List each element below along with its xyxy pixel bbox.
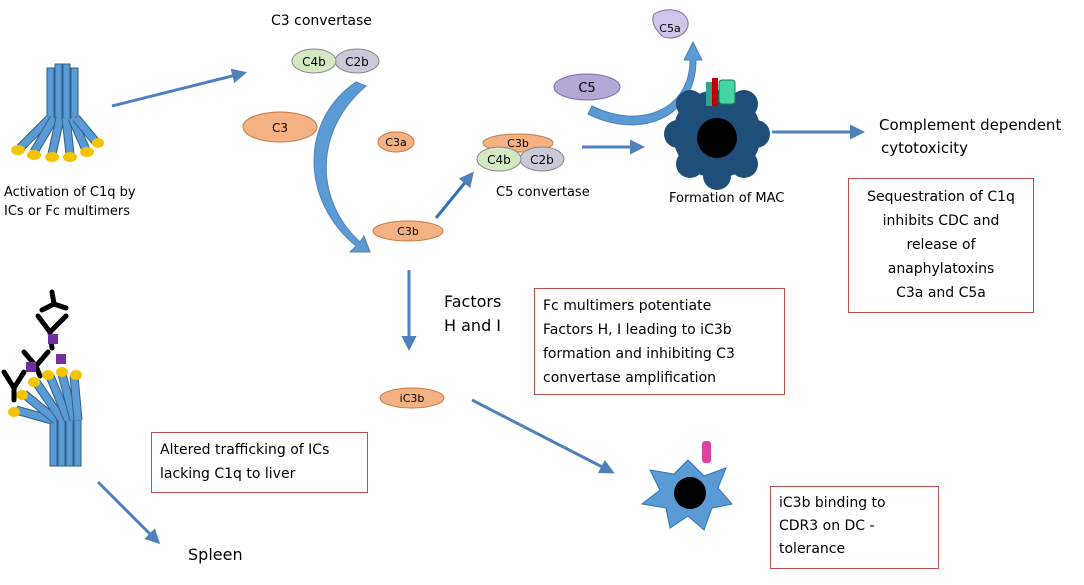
fc-multimers-line1: Fc multimers potentiate: [543, 298, 712, 314]
c5-c2b-label: C2b: [530, 153, 554, 167]
ic3b-molecule: [379, 387, 445, 409]
ic3b-label: iC3b: [400, 392, 425, 405]
curved-arrow-cleavage: [313, 81, 371, 253]
c5-c3b-label: C3b: [507, 137, 529, 150]
sequestration-line2: inhibits CDC and: [882, 213, 1000, 229]
arrow-activation-to-c3-convertase: [111, 68, 247, 108]
cdc-label-line2: cytotoxicity: [881, 139, 968, 157]
c5a-label: C5a: [659, 22, 680, 35]
sequestration-line4: anaphylatoxins: [887, 261, 995, 277]
ic3b-binding-line3: tolerance: [779, 541, 846, 557]
factors-label-line2: H and I: [444, 316, 502, 335]
altered-trafficking-line2: lacking C1q to liver: [160, 466, 296, 482]
dendritic-cell-icon: [640, 441, 733, 531]
sequestration-line3: release of: [906, 237, 976, 253]
cdc-label: Complement dependent cytotoxicity: [879, 114, 1061, 160]
sequestration-line5: C3a and C5a: [896, 285, 986, 301]
c5-convertase-label: C5 convertase: [496, 185, 590, 200]
c3b-label: C3b: [397, 225, 419, 238]
c5-convertase-complex: C3b C4b C2b: [476, 133, 565, 172]
curved-arrow-c5-cleavage: [587, 40, 703, 126]
arrow-ic3b-to-dc: [471, 398, 615, 474]
activation-label-line1: Activation of C1q by: [4, 185, 136, 200]
fc-multimers-line4: convertase amplification: [543, 370, 717, 386]
c3-convertase-title: C3 convertase: [271, 13, 372, 29]
antibody-icon: [1, 369, 27, 403]
arrow-to-spleen: [96, 480, 161, 545]
c5-c4b-molecule: [476, 146, 522, 172]
spleen-label: Spleen: [188, 545, 243, 564]
activation-label: Activation of C1q by ICs or Fc multimers: [4, 183, 136, 221]
c3-convertase-complex: C4b C2b: [291, 48, 380, 74]
c5-c4b-label: C4b: [487, 153, 511, 167]
ic3b-binding-line1: iC3b binding to: [779, 495, 886, 511]
factors-label-line1: Factors: [444, 292, 502, 311]
sequestration-box: Sequestration of C1q inhibits CDC and re…: [848, 178, 1034, 313]
antigen-icon: [26, 362, 36, 372]
ic3b-binding-line2: CDR3 on DC -: [779, 518, 875, 534]
fc-multimers-box: Fc multimers potentiate Factors H, I lea…: [534, 288, 785, 395]
arrow-c3b-to-c5-convertase: [434, 171, 474, 219]
fc-multimers-line2: Factors H, I leading to iC3b: [543, 322, 732, 338]
c3a-molecule: [377, 131, 415, 153]
fc-multimers-line3: formation and inhibiting C3: [543, 346, 735, 362]
sequestration-line1: Sequestration of C1q: [867, 189, 1015, 205]
altered-trafficking-line1: Altered trafficking of ICs: [160, 442, 330, 458]
activation-label-line2: ICs or Fc multimers: [4, 204, 131, 219]
c5-label: C5: [578, 81, 595, 96]
altered-trafficking-box: Altered trafficking of ICs lacking C1q t…: [151, 432, 368, 493]
c3-label: C3: [272, 121, 288, 135]
c1q-complex-top-icon: [11, 63, 104, 162]
c2b-label: C2b: [345, 55, 369, 69]
mac-pore-icon: [706, 82, 712, 106]
factors-h-i-label: Factors H and I: [444, 290, 501, 338]
c4b-label: C4b: [302, 55, 326, 69]
ic3b-binding-box: iC3b binding to CDR3 on DC - tolerance: [770, 486, 939, 569]
mac-cell-icon: [664, 78, 770, 190]
c4b-molecule: [291, 48, 337, 74]
c3-molecule: [242, 111, 318, 143]
dc-receptor-icon: [702, 441, 711, 463]
c3a-label: C3a: [385, 136, 406, 149]
c1q-immune-complex-icon: [1, 289, 83, 467]
c5a-molecule: [652, 9, 689, 39]
cdc-label-line1: Complement dependent: [879, 116, 1062, 134]
formation-of-mac-label: Formation of MAC: [669, 191, 785, 206]
c5-molecule: [553, 73, 621, 101]
c3b-molecule: [372, 220, 444, 242]
